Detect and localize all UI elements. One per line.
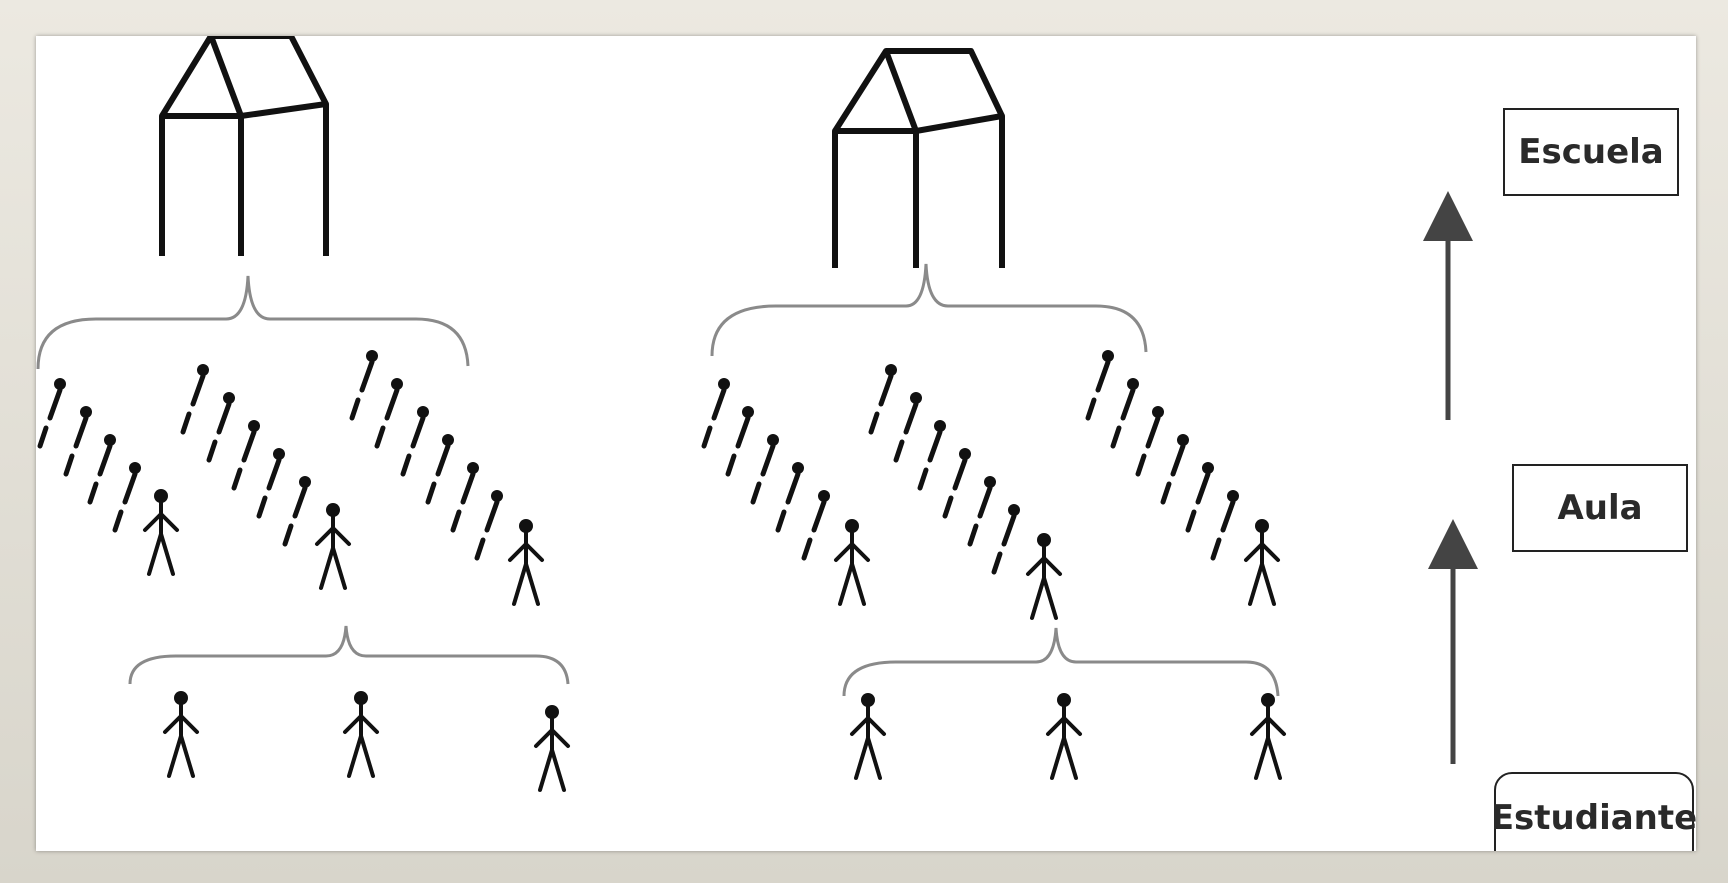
student-row-2 (852, 693, 1284, 778)
student-brace-2 (844, 628, 1278, 696)
level-label-escuela: Escuela (1518, 132, 1663, 172)
level-box-escuela: Escuela (1503, 108, 1679, 196)
level-label-aula: Aula (1557, 488, 1642, 528)
level-label-estudiante: Estudiante (1491, 798, 1696, 838)
classroom-brace-1 (38, 276, 468, 369)
level-box-estudiante: Estudiante (1494, 772, 1694, 851)
classroom-group-2c (1088, 350, 1278, 604)
school-building-icon-1 (162, 36, 326, 256)
student-brace-1 (130, 626, 568, 684)
classroom-group-2b (871, 364, 1060, 618)
multilevel-diagram (36, 36, 1696, 851)
student-row-1 (165, 691, 568, 790)
diagram-canvas: Escuela Aula Estudiante (36, 36, 1696, 851)
school-building-icon-2 (835, 51, 1002, 268)
classroom-group-1a (40, 378, 177, 574)
classroom-group-1c (352, 350, 542, 604)
classroom-group-1b (183, 364, 349, 588)
classroom-brace-2 (712, 264, 1146, 356)
classroom-group-2a (704, 378, 868, 604)
level-box-aula: Aula (1512, 464, 1688, 552)
